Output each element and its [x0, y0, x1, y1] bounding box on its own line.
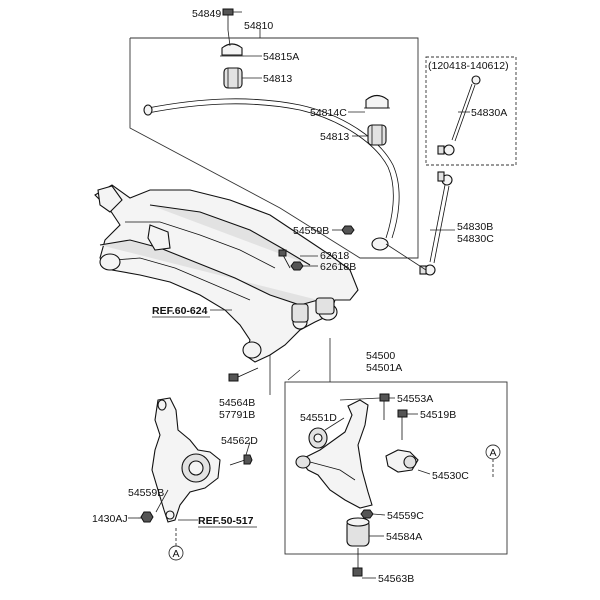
- label-54830A: 54830A: [471, 107, 507, 119]
- stabilizer-bar-end-bushing: [371, 237, 389, 251]
- label-54559C: 54559C: [387, 510, 424, 522]
- stabilizer-link-54830A: [437, 75, 481, 156]
- label-54830C: 54830C: [457, 233, 494, 245]
- label-54564B: 54564B: [219, 397, 255, 409]
- label-57791B: 57791B: [219, 409, 255, 421]
- stabilizer-bushing-54813: [223, 67, 243, 89]
- label-62618: 62618: [320, 250, 349, 262]
- label-54813-a: 54813: [263, 73, 292, 85]
- ref-50-517: REF.50-517: [198, 515, 254, 527]
- optional-link-dashed-frame: [425, 56, 517, 166]
- bolt-54849: [222, 8, 234, 30]
- stabilizer-bracket-54815A: [220, 43, 244, 57]
- stabilizer-group-frame: [129, 37, 419, 259]
- bolt-54563B: [352, 548, 363, 577]
- marker-A-right-text: A: [489, 447, 496, 459]
- marker-A-left-text: A: [172, 548, 179, 560]
- lower-arm-bushing-54584A: [346, 517, 370, 547]
- stabilizer-link-54830B: [419, 171, 453, 276]
- label-120418-140612: (120418-140612): [428, 60, 509, 72]
- label-54559B-lower: 54559B: [128, 487, 164, 499]
- label-54810: 54810: [244, 20, 273, 32]
- bolt-54562D: [229, 454, 253, 466]
- nut-54559B-lower: [140, 511, 154, 523]
- bolt-54519B: [397, 409, 408, 440]
- stabilizer-bracket-54814C: [364, 94, 390, 109]
- label-54501A: 54501A: [366, 362, 402, 374]
- ref-60-624: REF.60-624: [152, 305, 208, 317]
- steering-knuckle: [151, 397, 221, 523]
- label-54814C: 54814C: [310, 107, 347, 119]
- label-54500: 54500: [366, 350, 395, 362]
- bolt-62618: [278, 249, 291, 269]
- lower-control-arm: [295, 399, 373, 509]
- label-54849: 54849: [192, 8, 221, 20]
- nut-54559B-upper: [341, 225, 355, 235]
- nut-62618B: [290, 261, 304, 271]
- label-54813-b: 54813: [320, 131, 349, 143]
- label-54551D: 54551D: [300, 412, 337, 424]
- stabilizer-bar: [143, 98, 400, 239]
- stabilizer-bushing-54813b: [367, 124, 387, 146]
- bolt-54564B: [228, 367, 259, 382]
- ball-joint-54530C: [385, 449, 419, 473]
- label-54830B: 54830B: [457, 221, 493, 233]
- label-54562D: 54562D: [221, 435, 258, 447]
- nut-54559C: [360, 509, 374, 519]
- label-54584A: 54584A: [386, 531, 422, 543]
- front-subframe: [94, 184, 359, 363]
- label-54815A: 54815A: [263, 51, 299, 63]
- label-54519B: 54519B: [420, 409, 456, 421]
- bolt-54553A: [379, 393, 390, 420]
- lower-arm-group-frame: [284, 381, 508, 555]
- label-1430AJ: 1430AJ: [92, 513, 128, 525]
- label-54530C: 54530C: [432, 470, 469, 482]
- label-62618B: 62618B: [320, 261, 356, 273]
- label-54559B-upper: 54559B: [293, 225, 329, 237]
- label-54553A: 54553A: [397, 393, 433, 405]
- reference-marker-A-left: A: [168, 528, 184, 561]
- label-54563B: 54563B: [378, 573, 414, 585]
- reference-marker-A-right: A: [485, 444, 501, 478]
